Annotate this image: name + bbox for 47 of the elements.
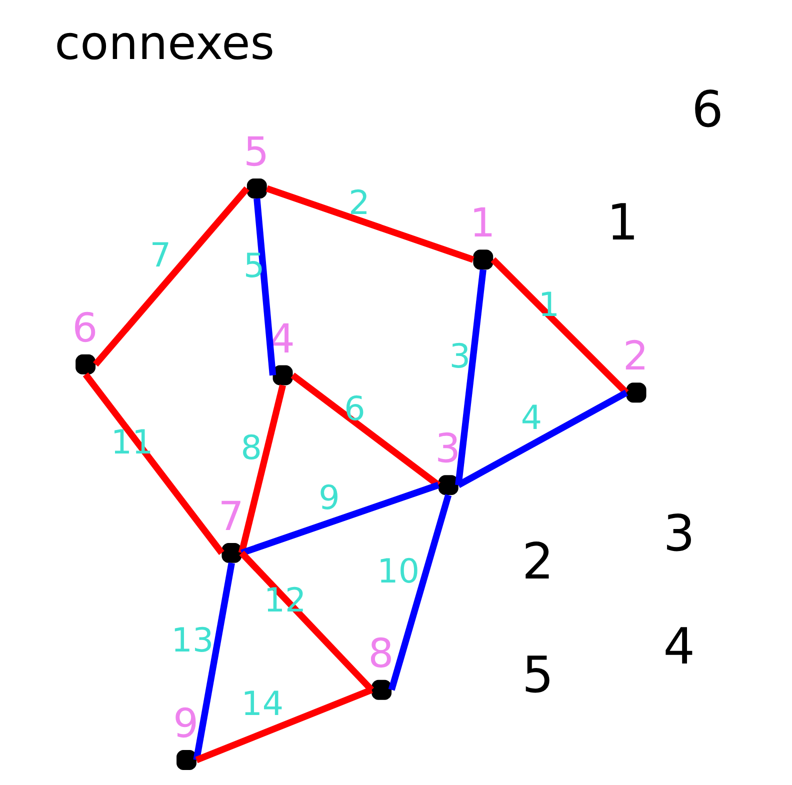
edge-label: 2 — [348, 183, 370, 222]
connector — [92, 186, 249, 367]
connector — [82, 372, 224, 555]
node-label: 7 — [218, 494, 244, 540]
node-circle — [438, 475, 458, 496]
edge-label: 7 — [149, 235, 170, 274]
node-label: 1 — [469, 200, 495, 247]
connector — [238, 384, 286, 554]
node-label: 8 — [368, 630, 394, 677]
node-circle — [221, 542, 242, 563]
node-label: 4 — [268, 316, 294, 362]
node-label: 6 — [72, 305, 98, 352]
edge-label: 9 — [318, 478, 340, 518]
connector — [192, 562, 234, 761]
connector — [490, 257, 628, 395]
label: 2 — [521, 532, 554, 591]
node-label: 3 — [434, 426, 460, 472]
node-circle — [272, 365, 292, 386]
connector — [456, 390, 628, 488]
edge-label: 3 — [448, 336, 470, 376]
node-circle — [246, 178, 266, 198]
node-label: 5 — [243, 130, 268, 176]
edge-label: 10 — [376, 551, 419, 590]
node-circle — [371, 680, 392, 700]
connector — [194, 686, 372, 764]
connector — [388, 494, 452, 691]
edge-label: 13 — [170, 620, 214, 660]
node-label: 9 — [172, 701, 198, 748]
node-circle — [176, 750, 196, 770]
connector — [265, 185, 474, 263]
connector — [240, 482, 439, 556]
connector — [454, 269, 486, 486]
connector — [238, 550, 374, 692]
node-circle — [75, 354, 96, 374]
node-label: 2 — [622, 334, 648, 380]
edge-label: 8 — [240, 428, 262, 468]
node-circle — [626, 382, 646, 403]
diagram-title: connexes — [54, 16, 274, 70]
edge-label: 6 — [344, 389, 365, 428]
edge-label: 4 — [520, 398, 542, 437]
label: 6 — [691, 80, 723, 138]
label: 4 — [662, 618, 695, 676]
label: 3 — [662, 504, 695, 562]
label: 1 — [606, 194, 638, 252]
edge-label: 14 — [240, 684, 284, 723]
node-circle — [472, 250, 493, 270]
label: 5 — [521, 646, 554, 704]
